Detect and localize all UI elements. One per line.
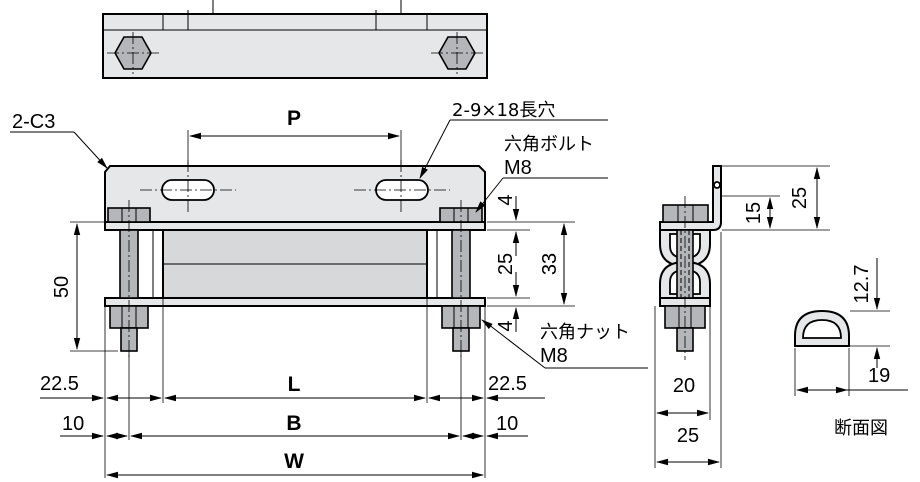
section-view: 12.7 19 断面図 [794, 258, 908, 439]
side-view: 15 25 20 25 [654, 165, 830, 468]
dim-19: 19 [868, 365, 890, 387]
dim-20: 20 [673, 375, 695, 397]
dim-p: P [287, 107, 301, 130]
dim-15: 15 [743, 202, 765, 224]
upper-plate [104, 221, 486, 231]
dim-4-bottom: 4 [495, 320, 517, 331]
label-nut-name: 六角ナット [540, 322, 630, 343]
side-bolt-head [662, 204, 709, 223]
dim-l: L [288, 373, 301, 396]
dim-22-5-right: 22.5 [488, 373, 527, 395]
dim-b: B [286, 412, 301, 435]
side-slot-hole [713, 181, 721, 189]
top-view-body [102, 13, 488, 79]
label-chamfer: 2-C3 [12, 111, 55, 133]
label-slot: 2-9×18長穴 [452, 100, 555, 121]
front-view: P 2-C3 2-9×18長穴 六角ボルト M8 六角ナット M8 50 [10, 100, 648, 479]
dim-12-7: 12.7 [851, 265, 873, 304]
section-caption: 断面図 [834, 418, 888, 439]
dim-10-right: 10 [496, 413, 518, 435]
dim-25-horizontal: 25 [677, 425, 699, 447]
dim-25: 25 [495, 253, 517, 275]
dim-10-left: 10 [62, 413, 84, 435]
label-bolt-size: M8 [504, 157, 532, 179]
dim-33: 33 [539, 253, 561, 275]
dim-w: W [284, 450, 304, 473]
top-view [102, 0, 488, 79]
dim-22-5-left: 22.5 [40, 373, 79, 395]
dim-50: 50 [51, 276, 73, 298]
dim-4-top: 4 [495, 194, 517, 205]
label-nut-size: M8 [540, 345, 568, 367]
dim-25-vertical: 25 [789, 187, 811, 209]
lower-plate [104, 297, 486, 307]
side-bracket [659, 165, 722, 231]
label-bolt-name: 六角ボルト [504, 134, 594, 155]
